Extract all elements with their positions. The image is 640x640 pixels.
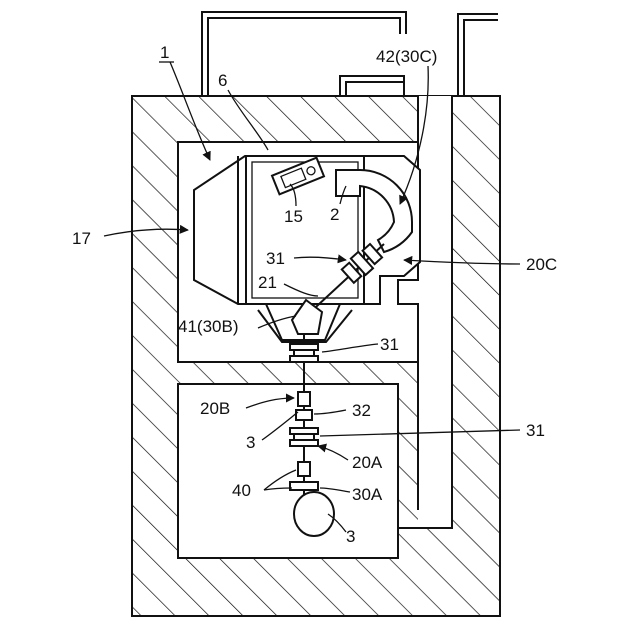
label-6: 6 (218, 71, 227, 90)
label-41: 41(30B) (178, 317, 238, 336)
label-30a: 30A (352, 485, 383, 504)
top-ducts (202, 12, 498, 96)
label-31-mid: 31 (380, 335, 399, 354)
label-3-upper: 3 (246, 433, 255, 452)
label-31-upper: 31 (266, 249, 285, 268)
label-32: 32 (352, 401, 371, 420)
label-20a: 20A (352, 453, 383, 472)
label-21: 21 (258, 273, 277, 292)
label-20b: 20B (200, 399, 230, 418)
label-2: 2 (330, 205, 339, 224)
label-1: 1 (160, 43, 169, 62)
label-15: 15 (284, 207, 303, 226)
label-17: 17 (72, 229, 91, 248)
label-3-lower: 3 (346, 527, 355, 546)
label-20c: 20C (526, 255, 557, 274)
label-40: 40 (232, 481, 251, 500)
label-42: 42(30C) (376, 47, 437, 66)
label-31-right: 31 (526, 421, 545, 440)
